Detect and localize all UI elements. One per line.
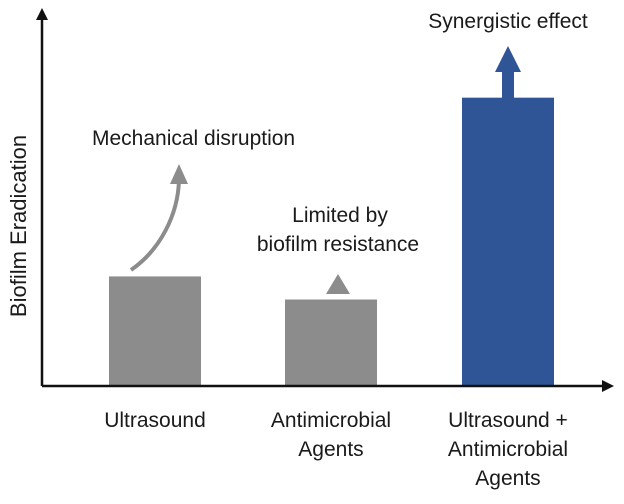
synergy-arrow-shaft (502, 70, 514, 108)
curved-arrow-head (170, 164, 188, 184)
curved-arrow-shaft (129, 179, 181, 272)
annotation-limited-line1: Limited by (292, 204, 388, 227)
y-axis-arrowhead (36, 8, 48, 20)
synergy-arrow-head (495, 46, 521, 72)
category-label-1-1: Agents (298, 438, 363, 461)
x-axis-arrowhead (602, 380, 614, 392)
category-label-1-0: Antimicrobial (271, 409, 391, 432)
category-label-0-0: Ultrasound (104, 409, 206, 432)
limited-triangle (326, 274, 350, 294)
category-label-2-0: Ultrasound + (448, 409, 568, 432)
annotation-synergistic: Synergistic effect (428, 10, 588, 33)
y-axis-label: Biofilm Eradication (6, 135, 31, 317)
annotation-limited-line2: biofilm resistance (257, 233, 419, 256)
bar-0 (109, 276, 201, 386)
category-label-2-1: Antimicrobial (448, 438, 568, 461)
annotation-mechanical: Mechanical disruption (92, 127, 295, 150)
bar-2 (462, 97, 554, 387)
bar-1 (285, 299, 377, 386)
category-label-2-2: Agents (475, 467, 540, 490)
